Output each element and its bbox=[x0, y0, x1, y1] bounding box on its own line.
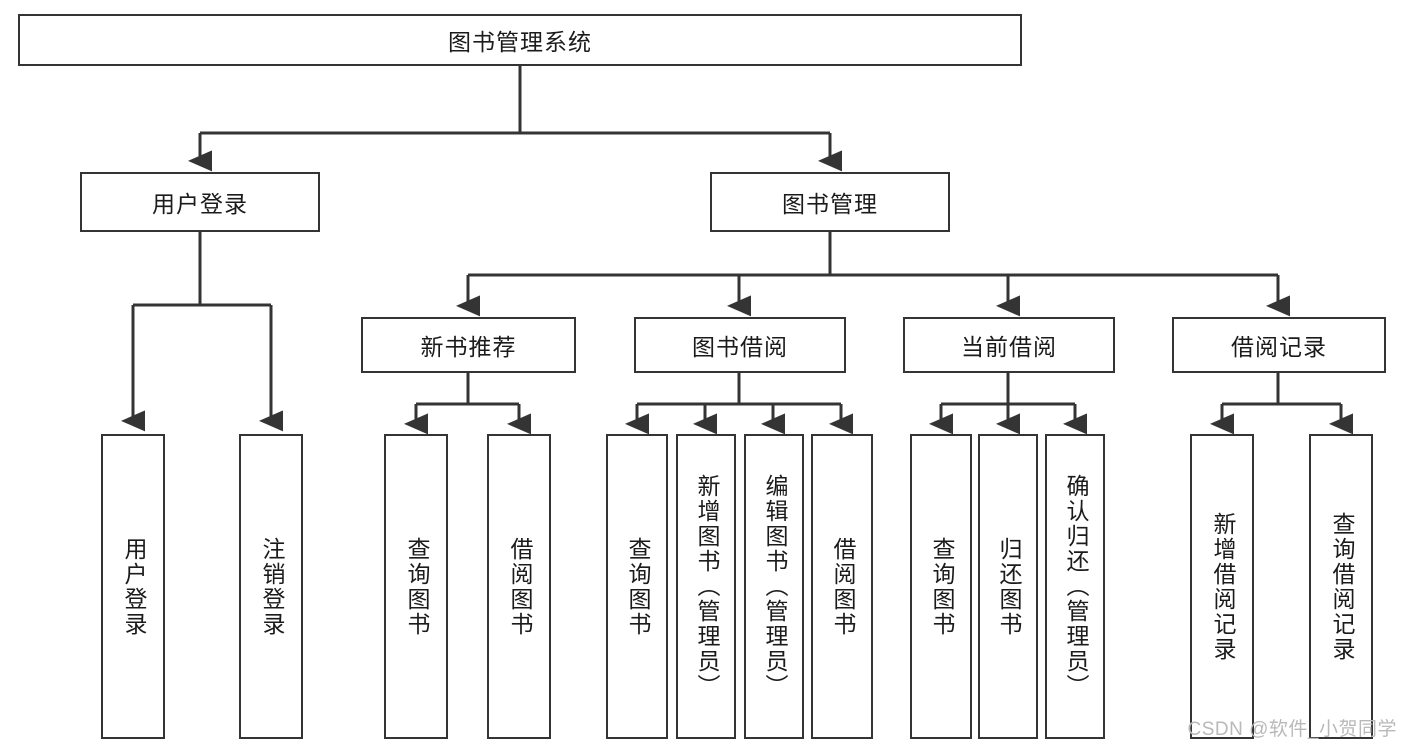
node-label: 查询借阅记录 bbox=[1328, 511, 1355, 662]
node-label: 归还图书 bbox=[995, 536, 1022, 637]
leaf-user-login-login[interactable]: 用户登录 bbox=[101, 434, 165, 739]
leaf-borrow-edit-book-admin[interactable]: 编辑图书（管理员） bbox=[744, 434, 804, 739]
node-label: 确认归还（管理员） bbox=[1062, 474, 1089, 699]
leaf-borrow-query-book[interactable]: 查询图书 bbox=[606, 434, 668, 739]
leaf-borrow-borrow-book[interactable]: 借阅图书 bbox=[811, 434, 873, 739]
node-label: 借阅记录 bbox=[1231, 334, 1327, 360]
leaf-current-return-book[interactable]: 归还图书 bbox=[978, 434, 1038, 739]
node-borrow-record[interactable]: 借阅记录 bbox=[1172, 317, 1386, 373]
node-label: 查询图书 bbox=[928, 536, 955, 637]
node-label: 编辑图书（管理员） bbox=[761, 474, 788, 699]
node-label: 新增借阅记录 bbox=[1209, 511, 1236, 662]
node-current-borrow[interactable]: 当前借阅 bbox=[903, 317, 1115, 373]
leaf-new-book-query[interactable]: 查询图书 bbox=[384, 434, 448, 739]
node-label: 用户登录 bbox=[120, 536, 147, 637]
leaf-current-query-book[interactable]: 查询图书 bbox=[910, 434, 972, 739]
node-label: 新书推荐 bbox=[420, 334, 517, 360]
node-label: 当前借阅 bbox=[961, 334, 1057, 360]
leaf-user-login-logout[interactable]: 注销登录 bbox=[239, 434, 303, 739]
leaf-record-add-borrow-record[interactable]: 新增借阅记录 bbox=[1190, 434, 1254, 739]
leaf-record-query-borrow-record[interactable]: 查询借阅记录 bbox=[1309, 434, 1373, 739]
node-label: 借阅图书 bbox=[506, 536, 533, 637]
leaf-new-book-borrow[interactable]: 借阅图书 bbox=[487, 434, 551, 739]
node-label: 查询图书 bbox=[403, 536, 430, 637]
node-label: 查询图书 bbox=[624, 536, 651, 637]
node-label: 借阅图书 bbox=[829, 536, 856, 637]
node-book-borrow[interactable]: 图书借阅 bbox=[634, 317, 846, 373]
node-book-management[interactable]: 图书管理 bbox=[710, 172, 950, 232]
node-label: 用户登录 bbox=[152, 191, 248, 217]
node-user-login[interactable]: 用户登录 bbox=[80, 172, 320, 232]
leaf-borrow-add-book-admin[interactable]: 新增图书（管理员） bbox=[676, 434, 736, 739]
csdn-watermark: CSDN @软件_小贺同学 bbox=[1187, 719, 1397, 740]
node-label: 图书管理系统 bbox=[448, 29, 592, 55]
node-new-book-recommend[interactable]: 新书推荐 bbox=[361, 317, 576, 373]
node-root-book-management-system[interactable]: 图书管理系统 bbox=[18, 14, 1022, 66]
node-label: 新增图书（管理员） bbox=[693, 474, 720, 699]
node-label: 图书管理 bbox=[782, 191, 878, 217]
node-label: 注销登录 bbox=[258, 536, 285, 637]
node-label: 图书借阅 bbox=[692, 334, 788, 360]
leaf-current-confirm-return-admin[interactable]: 确认归还（管理员） bbox=[1045, 434, 1105, 739]
